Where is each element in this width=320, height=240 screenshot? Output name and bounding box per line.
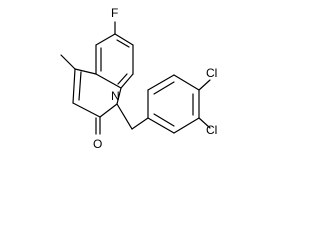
bond-ph-3 (173, 74, 200, 91)
bond-cl-bottom (198, 117, 211, 129)
bond-c5-c6 (95, 33, 116, 46)
bond-n1-c8a (116, 87, 122, 105)
bond-ch2-ring (131, 117, 149, 130)
bond-c4-c3-inner (78, 71, 82, 101)
bond-c8-c8a (120, 73, 134, 89)
atom-nitrogen-label: N (111, 89, 120, 103)
bond-ph-2 (147, 74, 175, 91)
bond-ph-5 (173, 117, 200, 134)
bond-methyl (60, 54, 76, 70)
bond-ph-6 (147, 117, 175, 134)
atom-chlorine-top-label: Cl (206, 66, 217, 80)
atom-oxygen-label: O (93, 137, 102, 151)
bond-benzo-inner-3 (117, 73, 128, 85)
atom-chlorine-bottom-label: Cl (206, 123, 217, 137)
bond-n1-ch2 (116, 103, 133, 130)
bond-c3-c2 (72, 102, 101, 118)
atom-fluorine-label: F (111, 6, 118, 20)
bond-benzo-inner-2 (116, 39, 130, 48)
bond-ph-inner-1 (153, 81, 175, 95)
bond-c4-c3 (72, 68, 76, 104)
bond-c2-n1 (99, 103, 118, 118)
bond-cl-top (198, 79, 211, 91)
bond-c8a-c4a (95, 73, 122, 89)
bond-c4a-c4 (74, 68, 97, 75)
structure-diagram: F Cl Cl N O (60, 6, 217, 151)
bond-lines (60, 21, 211, 135)
bond-ph-inner-3 (153, 113, 175, 127)
atom-labels: F Cl Cl N O (93, 6, 217, 151)
bond-c6-c7 (114, 33, 134, 46)
